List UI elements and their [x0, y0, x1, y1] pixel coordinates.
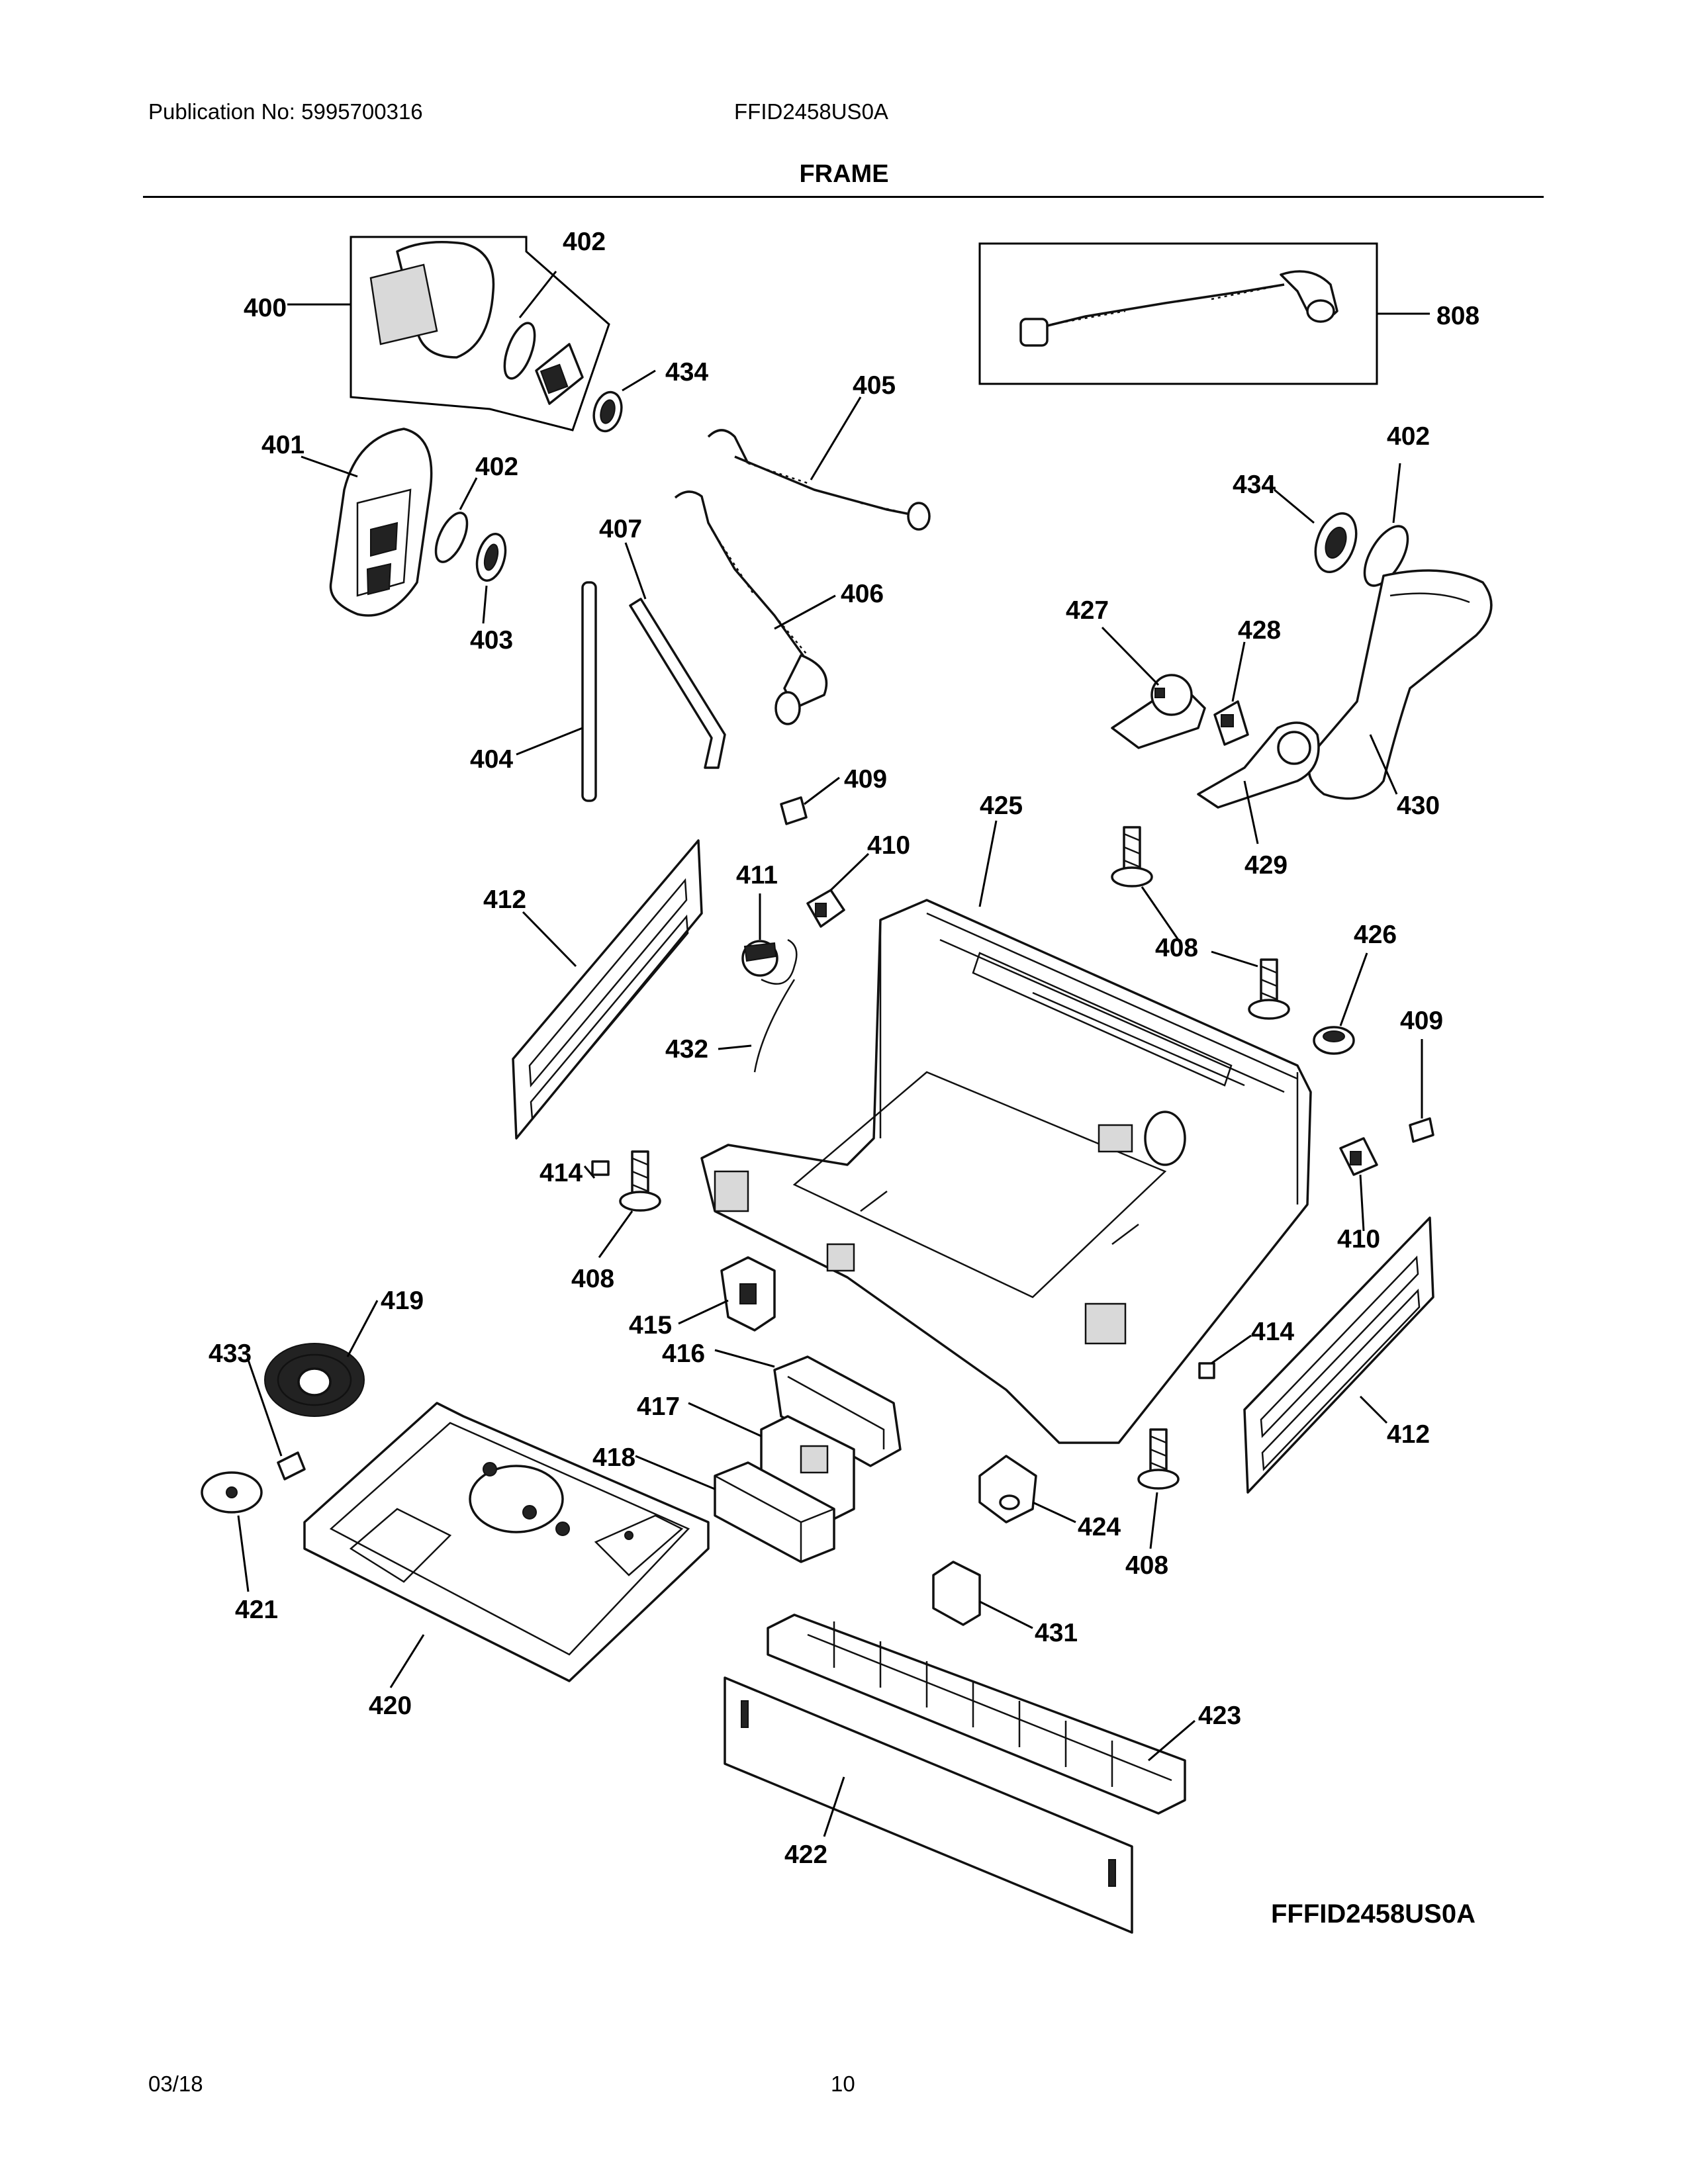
- clip-410: [806, 889, 845, 928]
- gasket-402: [434, 512, 469, 563]
- base-tray-420: [303, 1402, 710, 1682]
- callout-412: 412: [1387, 1420, 1430, 1449]
- clip-409b: [1409, 1117, 1434, 1143]
- filter-disk-403: [475, 533, 507, 582]
- callout-415: 415: [629, 1311, 672, 1340]
- callout-402: 402: [475, 453, 518, 481]
- duct-430: [1307, 569, 1493, 800]
- callout-409: 409: [1400, 1007, 1443, 1035]
- model-number: FFID2458US0A: [734, 99, 888, 124]
- callout-430: 430: [1397, 792, 1440, 820]
- callout-427: 427: [1066, 596, 1109, 625]
- callout-409: 409: [844, 765, 887, 794]
- leveling-leg-408c: [619, 1150, 661, 1212]
- callout-403: 403: [470, 626, 513, 655]
- hose-406: [674, 490, 828, 725]
- clip-410b: [1339, 1137, 1378, 1176]
- callout-414: 414: [539, 1159, 583, 1187]
- leveling-leg-408d: [1137, 1428, 1180, 1490]
- leveling-leg-408b: [1248, 958, 1290, 1020]
- callout-425: 425: [980, 792, 1023, 820]
- foot-426: [1313, 1026, 1355, 1055]
- drain-filter-disk-434: [592, 390, 623, 433]
- callout-432: 432: [665, 1035, 708, 1064]
- callout-410: 410: [867, 831, 910, 860]
- kickplate-422: [724, 1676, 1133, 1934]
- callout-433: 433: [209, 1340, 252, 1368]
- bracket-431: [932, 1561, 981, 1626]
- callout-407: 407: [599, 515, 642, 543]
- valve-415: [720, 1256, 776, 1332]
- callout-422: 422: [784, 1841, 827, 1869]
- callout-408: 408: [1125, 1551, 1168, 1580]
- drain-hose-kit-box: [978, 242, 1378, 385]
- disk-421: [201, 1471, 263, 1514]
- tube-407: [629, 598, 726, 769]
- callout-418: 418: [592, 1443, 635, 1472]
- clip-414-left: [591, 1160, 610, 1176]
- callout-431: 431: [1035, 1619, 1078, 1647]
- diagram-code: FFFID2458US0A: [1271, 1899, 1476, 1929]
- callout-405: 405: [853, 371, 896, 400]
- callout-411: 411: [736, 861, 778, 889]
- publication-number: Publication No: 5995700316: [148, 99, 423, 124]
- callout-416: 416: [662, 1340, 705, 1368]
- callout-434: 434: [665, 358, 708, 387]
- kickplate-bracket-423: [767, 1614, 1186, 1815]
- callout-408: 408: [571, 1265, 614, 1293]
- module-418: [714, 1461, 835, 1563]
- callout-410: 410: [1337, 1225, 1380, 1253]
- callout-423: 423: [1198, 1702, 1241, 1730]
- sump-housing-401: [329, 428, 433, 617]
- callout-417: 417: [637, 1392, 680, 1421]
- callout-402: 402: [1387, 422, 1430, 451]
- bracket-427: [1111, 674, 1206, 749]
- clip-433: [277, 1451, 306, 1480]
- bracket-424: [978, 1455, 1037, 1524]
- header-rule: [143, 196, 1544, 198]
- section-title: FRAME: [799, 160, 889, 188]
- callout-420: 420: [369, 1692, 412, 1720]
- page-number: 10: [831, 2071, 855, 2096]
- callout-406: 406: [841, 580, 884, 608]
- side-panel-412-right: [1243, 1216, 1434, 1494]
- bracket-429: [1197, 721, 1320, 809]
- side-panel-412-left: [512, 839, 703, 1140]
- callout-428: 428: [1238, 616, 1281, 645]
- callout-429: 429: [1244, 851, 1288, 880]
- callout-421: 421: [235, 1596, 278, 1624]
- callout-404: 404: [470, 745, 513, 774]
- callout-402: 402: [563, 228, 606, 256]
- filter-screen-419: [264, 1343, 365, 1417]
- pressure-switch-411: [741, 940, 778, 977]
- wire-432: [753, 938, 798, 1073]
- clip-414-right: [1198, 1362, 1215, 1379]
- tube-404: [581, 581, 597, 802]
- callout-434: 434: [1233, 471, 1276, 499]
- callout-808: 808: [1436, 302, 1479, 330]
- leveling-leg-408a: [1111, 826, 1153, 887]
- callout-400: 400: [244, 294, 287, 322]
- callout-424: 424: [1078, 1513, 1121, 1541]
- callout-401: 401: [261, 431, 305, 459]
- clip-409: [780, 796, 808, 825]
- gasket-402c: [1363, 525, 1409, 587]
- cover-416: [773, 1355, 902, 1467]
- callout-419: 419: [381, 1287, 424, 1315]
- footer-date: 03/18: [148, 2071, 203, 2096]
- filter-disk-434b: [1314, 512, 1358, 574]
- callout-412: 412: [483, 886, 526, 914]
- sump-kit-box: [350, 236, 610, 432]
- clip-428: [1213, 700, 1249, 746]
- base-frame-425: [700, 899, 1312, 1444]
- callout-426: 426: [1354, 921, 1397, 949]
- callout-414: 414: [1251, 1318, 1294, 1346]
- hose-405: [707, 429, 931, 531]
- callout-408: 408: [1155, 934, 1198, 962]
